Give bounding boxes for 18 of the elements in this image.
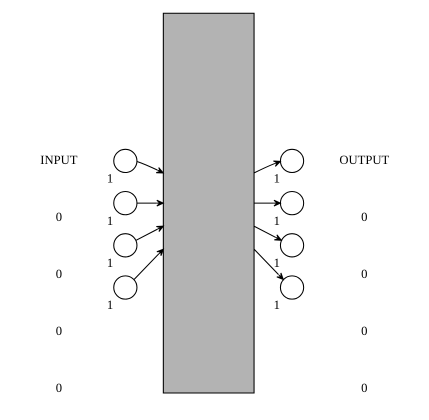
label: INPUT <box>40 152 78 167</box>
label: 0 <box>361 380 368 395</box>
node-label: 1 <box>106 256 114 270</box>
label: 0 <box>361 266 368 281</box>
label: 0 <box>56 324 62 338</box>
node-label: 1 <box>274 298 280 312</box>
label: 0 <box>56 210 62 224</box>
label: 0 <box>56 380 62 395</box>
node-label: 1 <box>274 256 280 270</box>
node-label: 1 <box>274 171 280 186</box>
label: 0 <box>361 324 368 338</box>
node-label: 1 <box>274 213 280 228</box>
label: 0 <box>56 266 62 281</box>
node-label: 1 <box>106 213 114 228</box>
node-label: 1 <box>106 298 114 312</box>
node-label: 1 <box>106 171 114 186</box>
label: OUTPUT <box>339 152 390 167</box>
label: 0 <box>361 210 368 224</box>
